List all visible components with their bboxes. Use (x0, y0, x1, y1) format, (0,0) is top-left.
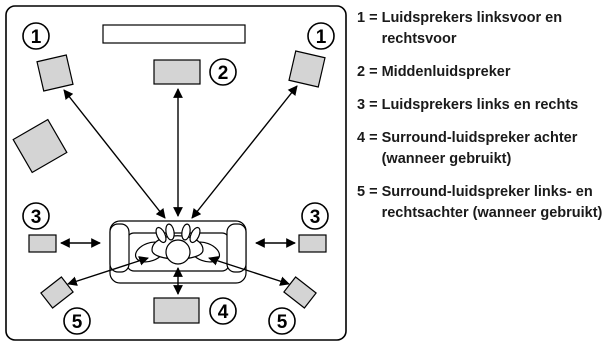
badge-side-left: 3 (22, 202, 50, 230)
badge-front-right-number: 1 (316, 27, 327, 48)
legend-key: 5 = (357, 184, 382, 200)
legend-key: 3 = (357, 97, 382, 113)
badge-front-left: 1 (22, 22, 50, 50)
legend-text: Luidsprekers links en rechts (381, 97, 579, 113)
legend-item: 3 = Luidsprekers links en rechts (357, 95, 607, 116)
badge-side-right-number: 3 (310, 207, 321, 228)
arrow-rear-left (67, 256, 149, 286)
legend-text: Surround-luidspreker achter (wanneer geb… (381, 130, 578, 167)
badge-rear-left: 5 (63, 307, 91, 335)
sound-arrows (60, 85, 298, 295)
badge-center: 2 (209, 58, 237, 86)
speaker-side-right (298, 234, 327, 253)
badge-rear-center: 4 (209, 297, 237, 325)
legend-item: 4 = Surround-luidspreker achter (wanneer… (357, 128, 607, 170)
legend-item: 1 = Luidsprekers linksvoor en rechtsvoor (357, 8, 607, 50)
legend-item: 2 = Middenluidspreker (357, 62, 607, 83)
speaker-front-right (288, 50, 326, 88)
badge-rear-center-number: 4 (218, 302, 229, 323)
arrow-front-right (191, 85, 298, 219)
arrow-front-left (63, 89, 166, 219)
speaker-unused-corner (12, 118, 68, 174)
badge-front-right: 1 (307, 22, 335, 50)
badge-rear-left-number: 5 (72, 312, 83, 333)
legend-key: 4 = (357, 130, 382, 146)
speaker-rear-center (153, 297, 200, 324)
speaker-legend: 1 = Luidsprekers linksvoor en rechtsvoor… (357, 8, 607, 224)
legend-item: 5 = Surround-luidspreker links- en recht… (357, 182, 607, 224)
legend-key: 2 = (357, 64, 382, 80)
arrow-rear-right (208, 256, 290, 286)
badge-rear-right: 5 (268, 307, 296, 335)
tv-screen (102, 24, 246, 44)
badge-side-right: 3 (301, 202, 329, 230)
speaker-side-left (28, 234, 57, 253)
badge-side-left-number: 3 (31, 207, 42, 228)
badge-center-number: 2 (218, 63, 229, 84)
legend-text: Middenluidspreker (381, 64, 511, 80)
badge-front-left-number: 1 (31, 27, 42, 48)
legend-text: Surround-luidspreker links- en rechtsach… (381, 184, 603, 221)
legend-text: Luidsprekers linksvoor en rechtsvoor (381, 10, 563, 47)
badge-rear-right-number: 5 (277, 312, 288, 333)
legend-key: 1 = (357, 10, 382, 26)
speaker-front-left (36, 54, 74, 92)
speaker-center (153, 59, 201, 85)
